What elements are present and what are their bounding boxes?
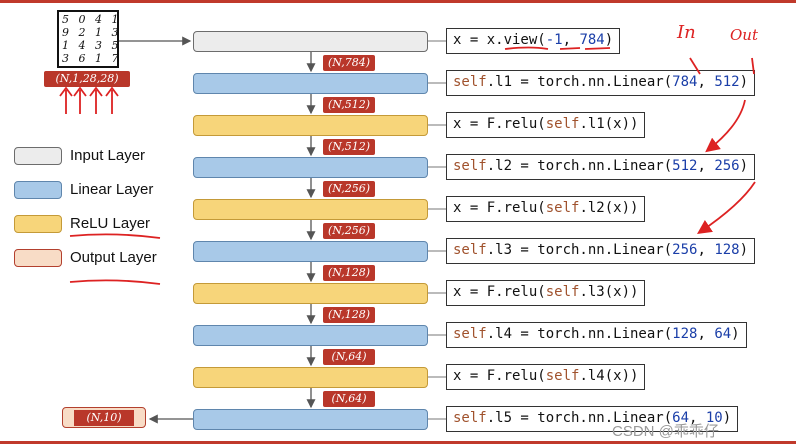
relu-layer-3-box [193,283,428,304]
linear-layer-4-box [193,325,428,346]
code-linear-5: self.l5 = torch.nn.Linear(64, 10) [446,406,739,432]
code-relu-2: x = F.relu(self.l2(x)) [446,196,646,222]
input-layer-box [193,31,428,52]
mnist-row: 3 6 1 7 [62,52,122,65]
relu-layer-2-box [193,199,428,220]
top-rule [0,0,796,3]
dim-label: (N,128) [323,265,375,281]
code-linear-2: self.l2 = torch.nn.Linear(512, 256) [446,154,756,180]
handwritten-annotations [59,46,756,285]
input-shape-label: (N,1,28,28) [44,71,130,87]
legend-label-input: Input Layer [70,147,146,164]
code-linear-4: self.l4 = torch.nn.Linear(128, 64) [446,322,747,348]
code-relu-4: x = F.relu(self.l4(x)) [446,364,646,390]
dim-label: (N,64) [323,391,375,407]
legend-swatch-linear [14,181,62,199]
legend-swatch-output [14,249,62,267]
dim-label: (N,64) [323,349,375,365]
mnist-row: 9 2 1 3 [62,26,122,39]
code-connectors [428,40,446,420]
legend-swatch-relu [14,215,62,233]
dim-label: (N,512) [323,97,375,113]
linear-layer-2-box [193,157,428,178]
code-linear-1: self.l1 = torch.nn.Linear(784, 512) [446,70,756,96]
legend-label-output: Output Layer [70,249,157,266]
mnist-row: 1 4 3 5 [62,39,122,52]
dim-label: (N,128) [323,307,375,323]
output-shape-box: (N,10) [62,407,146,428]
relu-layer-1-box [193,115,428,136]
mnist-digits-image: 5 0 4 1 9 2 1 3 1 4 3 5 3 6 1 7 [57,10,119,68]
output-shape-label: (N,10) [74,410,134,426]
code-relu-1: x = F.relu(self.l1(x)) [446,112,646,138]
handwritten-out-label: Out [730,26,758,44]
linear-layer-3-box [193,241,428,262]
linear-layer-1-box [193,73,428,94]
legend-label-linear: Linear Layer [70,181,154,198]
code-view: x = x.view(-1, 784) [446,28,621,54]
mnist-row: 5 0 4 1 [62,13,122,26]
dim-label: (N,512) [323,139,375,155]
bottom-rule [0,441,796,444]
linear-layer-5-box [193,409,428,430]
relu-layer-4-box [193,367,428,388]
dim-label: (N,784) [323,55,375,71]
dim-label: (N,256) [323,181,375,197]
code-linear-3: self.l3 = torch.nn.Linear(256, 128) [446,238,756,264]
code-relu-3: x = F.relu(self.l3(x)) [446,280,646,306]
legend-label-relu: ReLU Layer [70,215,151,232]
watermark-text: CSDN @乖乖仔 [612,423,719,440]
legend-swatch-input [14,147,62,165]
dim-label: (N,256) [323,223,375,239]
handwritten-in-label: In [677,22,696,43]
